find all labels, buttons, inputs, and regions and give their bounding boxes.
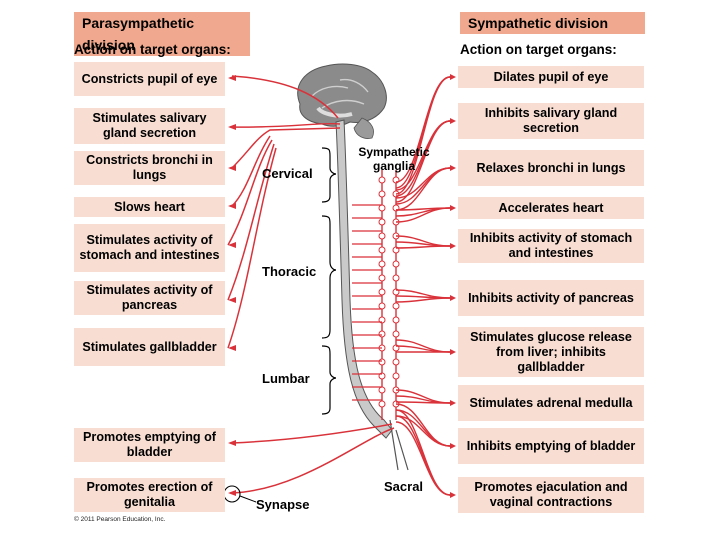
arrowhead-parasympathetic bbox=[228, 345, 236, 351]
ganglion bbox=[392, 330, 400, 338]
postganglionic-fiber bbox=[395, 415, 451, 447]
sacral-label: Sacral bbox=[384, 479, 424, 494]
postganglionic-fiber bbox=[395, 241, 451, 247]
synapse-marker bbox=[223, 485, 257, 503]
arrowhead-parasympathetic bbox=[228, 165, 236, 171]
para-box-bronchi: Constricts bronchi in lungs bbox=[74, 151, 225, 185]
sym-box-ejaculation: Promotes ejaculation and vaginal contrac… bbox=[458, 477, 644, 513]
sym-box-adrenal: Stimulates adrenal medulla bbox=[458, 385, 644, 421]
synapse-label: Synapse bbox=[256, 497, 310, 512]
arrowhead-sympathetic bbox=[450, 165, 456, 171]
spinal-cord-drawing bbox=[335, 119, 409, 471]
arrowheads bbox=[228, 74, 456, 498]
postganglionic-fiber bbox=[395, 167, 451, 211]
ganglion bbox=[378, 190, 386, 198]
copyright-text: © 2011 Pearson Education, Inc. bbox=[74, 516, 166, 523]
para-box-pupil: Constricts pupil of eye bbox=[74, 62, 225, 96]
sympathetic-header: Sympathetic division bbox=[460, 12, 645, 34]
region-braces bbox=[321, 147, 337, 415]
sympathetic-ganglia-label: Sympathetic ganglia bbox=[358, 145, 430, 173]
postganglionic-fiber bbox=[395, 409, 451, 447]
sym-box-heart: Accelerates heart bbox=[458, 197, 644, 219]
arrowhead-sympathetic bbox=[450, 400, 456, 406]
sym-box-pancreas: Inhibits activity of pancreas bbox=[458, 280, 644, 316]
ganglion bbox=[378, 246, 386, 254]
arrowhead-sympathetic bbox=[450, 243, 456, 249]
ganglion bbox=[378, 260, 386, 268]
cervical-label: Cervical bbox=[262, 166, 313, 181]
cranial-nerve-fibers bbox=[227, 75, 341, 349]
ganglion bbox=[378, 358, 386, 366]
ganglion bbox=[392, 372, 400, 380]
sympathetic-subtitle: Action on target organs: bbox=[460, 42, 617, 57]
arrowhead-parasympathetic bbox=[228, 297, 236, 303]
para-box-heart: Slows heart bbox=[74, 197, 225, 217]
ganglion bbox=[378, 176, 386, 184]
postganglionic-fiber bbox=[395, 120, 451, 203]
lumbar-label: Lumbar bbox=[262, 371, 310, 386]
thoracic-label: Thoracic bbox=[262, 264, 317, 279]
arrowhead-parasympathetic bbox=[228, 203, 236, 209]
arrowhead-parasympathetic bbox=[228, 440, 236, 446]
sym-box-salivary: Inhibits salivary gland secretion bbox=[458, 103, 644, 139]
postganglionic-fiber bbox=[395, 76, 451, 195]
ganglion bbox=[378, 274, 386, 282]
arrowhead-parasympathetic bbox=[228, 75, 236, 81]
para-box-stomach: Stimulates activity of stomach and intes… bbox=[74, 224, 225, 272]
ganglion bbox=[392, 316, 400, 324]
ganglion bbox=[378, 302, 386, 310]
para-box-bladder: Promotes emptying of bladder bbox=[74, 428, 225, 462]
sym-box-stomach: Inhibits activity of stomach and intesti… bbox=[458, 229, 644, 263]
sym-box-bronchi: Relaxes bronchi in lungs bbox=[458, 150, 644, 186]
parasympathetic-subtitle: Action on target organs: bbox=[74, 42, 231, 57]
parasympathetic-header: Parasympathetic division bbox=[74, 12, 250, 56]
ganglion bbox=[392, 358, 400, 366]
arrowhead-sympathetic bbox=[450, 295, 456, 301]
ganglion bbox=[392, 260, 400, 268]
para-box-gallbladder: Stimulates gallbladder bbox=[74, 328, 225, 366]
ganglion bbox=[378, 400, 386, 408]
arrowhead-sympathetic bbox=[450, 74, 456, 80]
sym-box-pupil: Dilates pupil of eye bbox=[458, 66, 644, 88]
para-box-salivary: Stimulates salivary gland secretion bbox=[74, 108, 225, 144]
ganglion bbox=[378, 232, 386, 240]
postganglionic-fiber bbox=[395, 297, 451, 303]
ganglion bbox=[392, 274, 400, 282]
para-box-pancreas: Stimulates activity of pancreas bbox=[74, 281, 225, 315]
ganglion bbox=[378, 386, 386, 394]
arrowhead-sympathetic bbox=[450, 349, 456, 355]
postganglionic-fiber bbox=[395, 345, 451, 353]
ganglion bbox=[378, 218, 386, 226]
postganglionic-fiber bbox=[395, 245, 451, 249]
sym-box-liver: Stimulates glucose release from liver; i… bbox=[458, 327, 644, 377]
arrowhead-parasympathetic bbox=[228, 490, 236, 496]
sym-box-bladder: Inhibits emptying of bladder bbox=[458, 428, 644, 464]
arrowhead-parasympathetic bbox=[228, 242, 236, 248]
brain-drawing bbox=[297, 63, 387, 139]
sympathetic-fibers bbox=[352, 76, 451, 496]
arrowhead-sympathetic bbox=[450, 492, 456, 498]
arrowhead-parasympathetic bbox=[228, 124, 236, 130]
arrowhead-sympathetic bbox=[450, 205, 456, 211]
arrowhead-sympathetic bbox=[450, 118, 456, 124]
ganglion bbox=[378, 204, 386, 212]
ganglion bbox=[392, 302, 400, 310]
ganglion bbox=[378, 330, 386, 338]
arrowhead-sympathetic bbox=[450, 443, 456, 449]
postganglionic-fiber bbox=[395, 401, 451, 404]
sympathetic-chain bbox=[378, 170, 400, 420]
postganglionic-fiber bbox=[395, 421, 451, 496]
ganglion bbox=[378, 288, 386, 296]
para-box-genitalia: Promotes erection of genitalia bbox=[74, 478, 225, 512]
sacral-nerve-fibers bbox=[231, 423, 395, 494]
postganglionic-fiber bbox=[395, 207, 451, 223]
